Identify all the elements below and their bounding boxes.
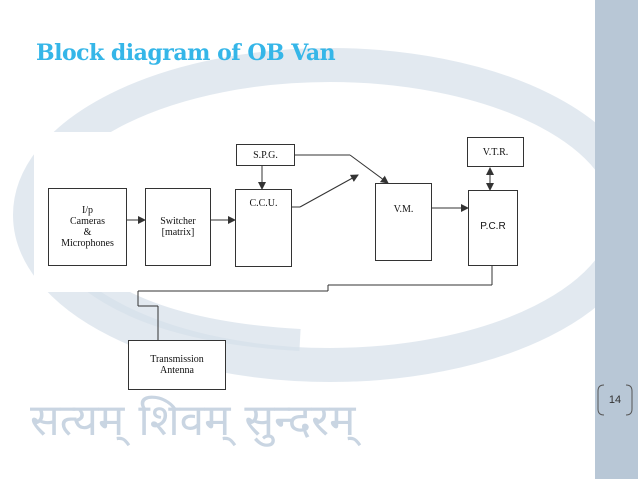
block-transmission-antenna: Transmission Antenna — [128, 340, 226, 390]
block-vtr: V.T.R. — [467, 137, 524, 167]
right-sidebar — [595, 0, 638, 479]
block-pcr: P.C.R — [468, 190, 518, 266]
block-switcher-matrix: Switcher [matrix] — [145, 188, 211, 266]
block-input-cameras-microphones: I/p Cameras & Microphones — [48, 188, 127, 266]
block-spg: S.P.G. — [236, 144, 295, 166]
page-number: 14 — [608, 394, 622, 406]
block-vm: V.M. — [375, 183, 432, 261]
block-diagram-connectors — [127, 154, 494, 340]
slide-title: Block diagram of OB Van — [36, 40, 336, 66]
page-number-bracket-icon — [597, 384, 633, 416]
block-ccu: C.C.U. — [235, 189, 292, 267]
watermark-text: सत्यम् शिवम् सुन्दरम् — [30, 395, 356, 446]
